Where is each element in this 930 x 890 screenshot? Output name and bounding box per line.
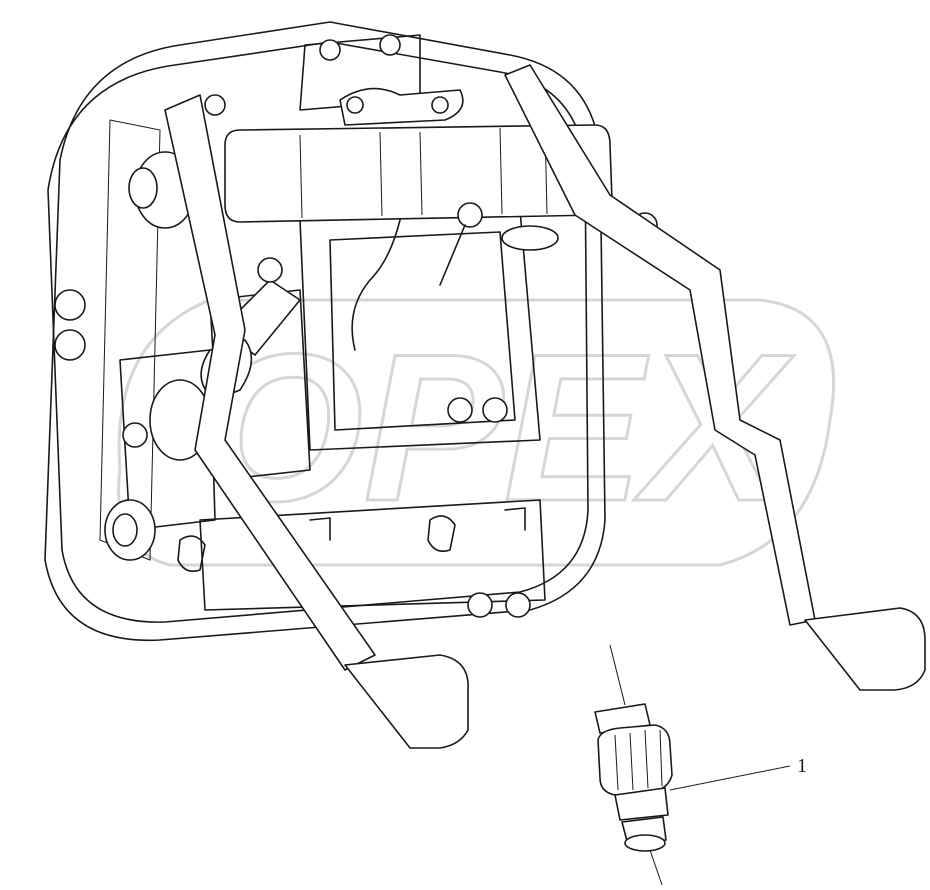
callout-number: 1	[797, 755, 807, 777]
pedal-position-switch	[594, 644, 673, 886]
pivot-shaft	[224, 124, 613, 251]
watermark-text: OPEX	[200, 310, 794, 545]
callout-1: 1	[669, 755, 807, 791]
top-mount-bracket	[299, 34, 464, 126]
left-mount-bolts	[54, 289, 156, 561]
lower-clips	[177, 507, 526, 573]
callout-leader-line	[669, 765, 791, 791]
brake-pedal	[504, 64, 926, 691]
watermark-logo: OPEX	[117, 298, 836, 567]
clutch-pedal	[164, 94, 469, 749]
